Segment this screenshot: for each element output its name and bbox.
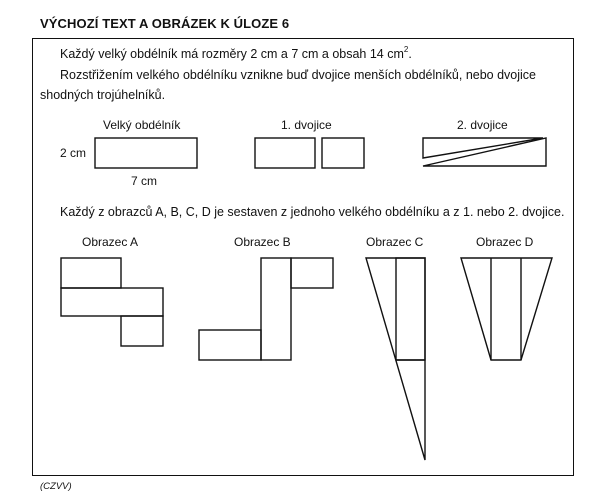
figure-d-label: Obrazec D	[476, 235, 534, 249]
intro-line-3: shodných trojúhelníků.	[40, 88, 166, 102]
width-dimension-label: 7 cm	[131, 174, 158, 188]
figure-b-label: Obrazec B	[234, 235, 291, 249]
pair-1-rect-right	[321, 137, 365, 169]
figure-c-label: Obrazec C	[366, 235, 424, 249]
section-heading: VÝCHOZÍ TEXT A OBRÁZEK K ÚLOZE 6	[40, 16, 290, 31]
task-frame	[32, 38, 574, 476]
pair-1-label: 1. dvojice	[281, 118, 332, 132]
height-dimension-label: 2 cm	[60, 146, 87, 160]
intro-line-2: Rozstřižením velkého obdélníku vznikne b…	[60, 68, 537, 82]
pair-1-rect-left	[254, 137, 316, 169]
question-text: Každý z obrazců A, B, C, D je sestaven z…	[60, 205, 565, 219]
intro-line-1-text: Každý velký obdélník má rozměry 2 cm a 7…	[60, 47, 404, 61]
big-rectangle-label: Velký obdélník	[103, 118, 181, 132]
pair-2-triangle-lower	[422, 137, 547, 167]
big-rectangle	[94, 137, 198, 169]
figure-c	[365, 257, 426, 461]
figure-a	[60, 257, 164, 347]
figure-d	[460, 257, 553, 361]
intro-line-1-end: .	[408, 47, 412, 61]
figure-b	[198, 257, 334, 361]
intro-line-1: Každý velký obdélník má rozměry 2 cm a 7…	[60, 45, 412, 62]
pair-2-triangle-upper	[422, 137, 544, 159]
figure-a-label: Obrazec A	[82, 235, 139, 249]
source-note: (CZVV)	[40, 481, 72, 492]
pair-2-label: 2. dvojice	[457, 118, 508, 132]
area-unit-exponent: 2	[403, 45, 409, 54]
